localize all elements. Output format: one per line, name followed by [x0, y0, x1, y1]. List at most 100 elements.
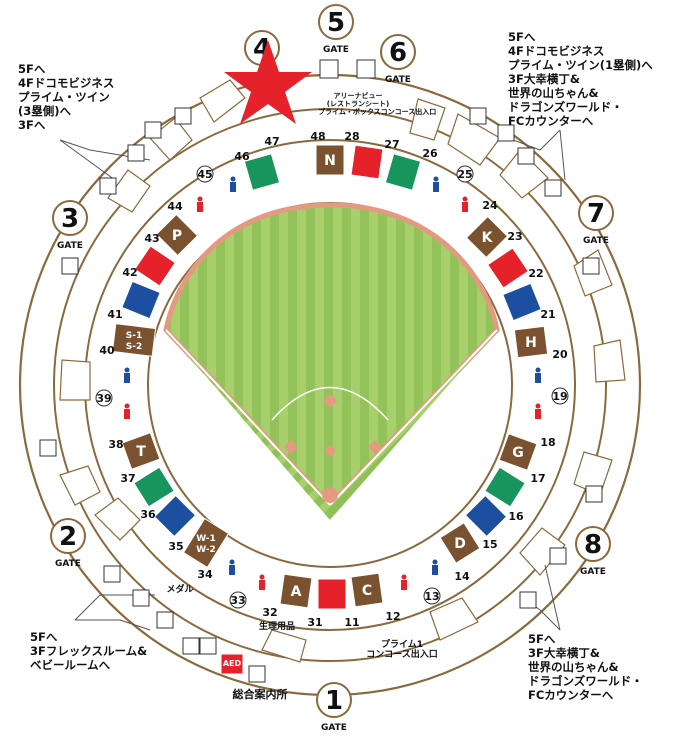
- section-number-48: 48: [310, 130, 325, 143]
- section-number-28: 28: [344, 130, 359, 143]
- section-number-circle: [551, 387, 569, 405]
- seat-block-a: A: [279, 573, 313, 609]
- escalator-icon: [103, 565, 121, 583]
- third-base: [283, 439, 299, 455]
- seat-block-red-28: [350, 144, 384, 180]
- seat-block-green-37: [133, 466, 175, 508]
- section-number-circle: [423, 587, 441, 605]
- section-number-20: 20: [552, 348, 568, 361]
- section-number-11: 11: [344, 616, 359, 629]
- foul-line-right: [329, 329, 498, 506]
- seat-block-label: K: [482, 230, 494, 246]
- seat-block-label: C: [362, 583, 372, 599]
- gate-label: GATE: [580, 567, 606, 577]
- section-number-17: 17: [530, 472, 545, 485]
- note-top-right: 5Fへ 4Fドコモビジネス プライム・ツイン(1塁側)へ 3F大幸横丁& 世界の…: [508, 30, 653, 128]
- section-number-24: 24: [482, 199, 498, 212]
- section-number-16: 16: [508, 510, 524, 523]
- atm-icon: [582, 257, 600, 275]
- seat-block-k: K: [465, 215, 509, 259]
- section-number-circle: [456, 165, 474, 183]
- section-number-45: 45: [197, 168, 212, 181]
- gate-number: 7: [587, 199, 605, 229]
- gate-circle: [578, 195, 614, 231]
- restroom-man-icon: [432, 559, 438, 575]
- section-number-35: 35: [168, 540, 183, 553]
- medal-label: メダル: [166, 585, 194, 595]
- seat-block-red-42: [134, 245, 176, 287]
- info-icon: [248, 665, 266, 683]
- nursing-room-icon: [585, 485, 603, 503]
- restroom-man-icon: [124, 367, 130, 383]
- wheelchair-icon: [469, 107, 487, 125]
- section-number-14: 14: [454, 570, 470, 583]
- gate-number: 5: [327, 8, 345, 38]
- section-number-33: 33: [230, 594, 245, 607]
- seat-block-n: N: [315, 144, 345, 176]
- section-number-13: 13: [424, 590, 439, 603]
- section-number-36: 36: [140, 508, 156, 521]
- outfield: [163, 202, 500, 509]
- seat-block-green-47: [243, 153, 281, 191]
- restroom-woman-icon: [124, 403, 130, 419]
- seat-block-p: P: [155, 213, 199, 257]
- note-bottom-right: 5Fへ 3F大幸横丁& 世界の山ちゃん& ドラゴンズワールド・ FCカウンターへ: [528, 632, 643, 702]
- section-number-25: 25: [457, 168, 472, 181]
- seat-block-label: P: [172, 228, 182, 244]
- section-number-40: 40: [99, 344, 115, 357]
- wheelchair-icon: [182, 637, 200, 655]
- gate-circle: [316, 682, 352, 718]
- escalator-icon: [549, 547, 567, 565]
- prime1-label: プライム1 コンコース出入口: [366, 640, 438, 660]
- elevator-icon: [156, 611, 174, 629]
- gate-label: GATE: [583, 236, 609, 246]
- infield-arc: [271, 386, 389, 421]
- stairs-icon: [127, 144, 145, 162]
- seat-block-t: T: [121, 432, 161, 470]
- restroom-woman-icon: [197, 196, 203, 212]
- nursing-room-icon: [199, 637, 217, 655]
- section-number-circle: [229, 591, 247, 609]
- restroom-man-icon: [230, 176, 236, 192]
- seat-block-red-22: [487, 247, 529, 289]
- section-number-26: 26: [422, 147, 438, 160]
- gate-number: 8: [584, 530, 602, 560]
- seat-block-green-27: [384, 153, 422, 191]
- gate-label: GATE: [55, 559, 81, 569]
- section-number-38: 38: [108, 438, 123, 451]
- seat-block-green-17: [484, 466, 526, 508]
- restroom-woman-icon: [535, 403, 541, 419]
- section-number-47: 47: [264, 135, 279, 148]
- stairs-icon: [132, 589, 150, 607]
- note-bottom-left: 5Fへ 3Fフレックスルーム& ベビールームへ: [30, 630, 148, 672]
- section-number-22: 22: [528, 267, 543, 280]
- restroom-man-icon: [433, 176, 439, 192]
- gate-number: 1: [325, 686, 343, 716]
- seat-block-red-11: [317, 578, 347, 610]
- restroom-man-icon: [535, 367, 541, 383]
- seat-block-blue-41: [121, 280, 161, 320]
- section-number-circle: [95, 389, 113, 407]
- gate-circle: [380, 34, 416, 70]
- seat-block-g: G: [498, 433, 538, 471]
- section-number-39: 39: [96, 392, 111, 405]
- concourse-ring: [53, 108, 607, 662]
- seat-block-blue-16: [464, 494, 508, 538]
- restroom-man-icon: [229, 559, 235, 575]
- stairs-icon: [319, 59, 339, 79]
- gate-circle: [52, 200, 88, 236]
- wheelchair-icon: [174, 107, 192, 125]
